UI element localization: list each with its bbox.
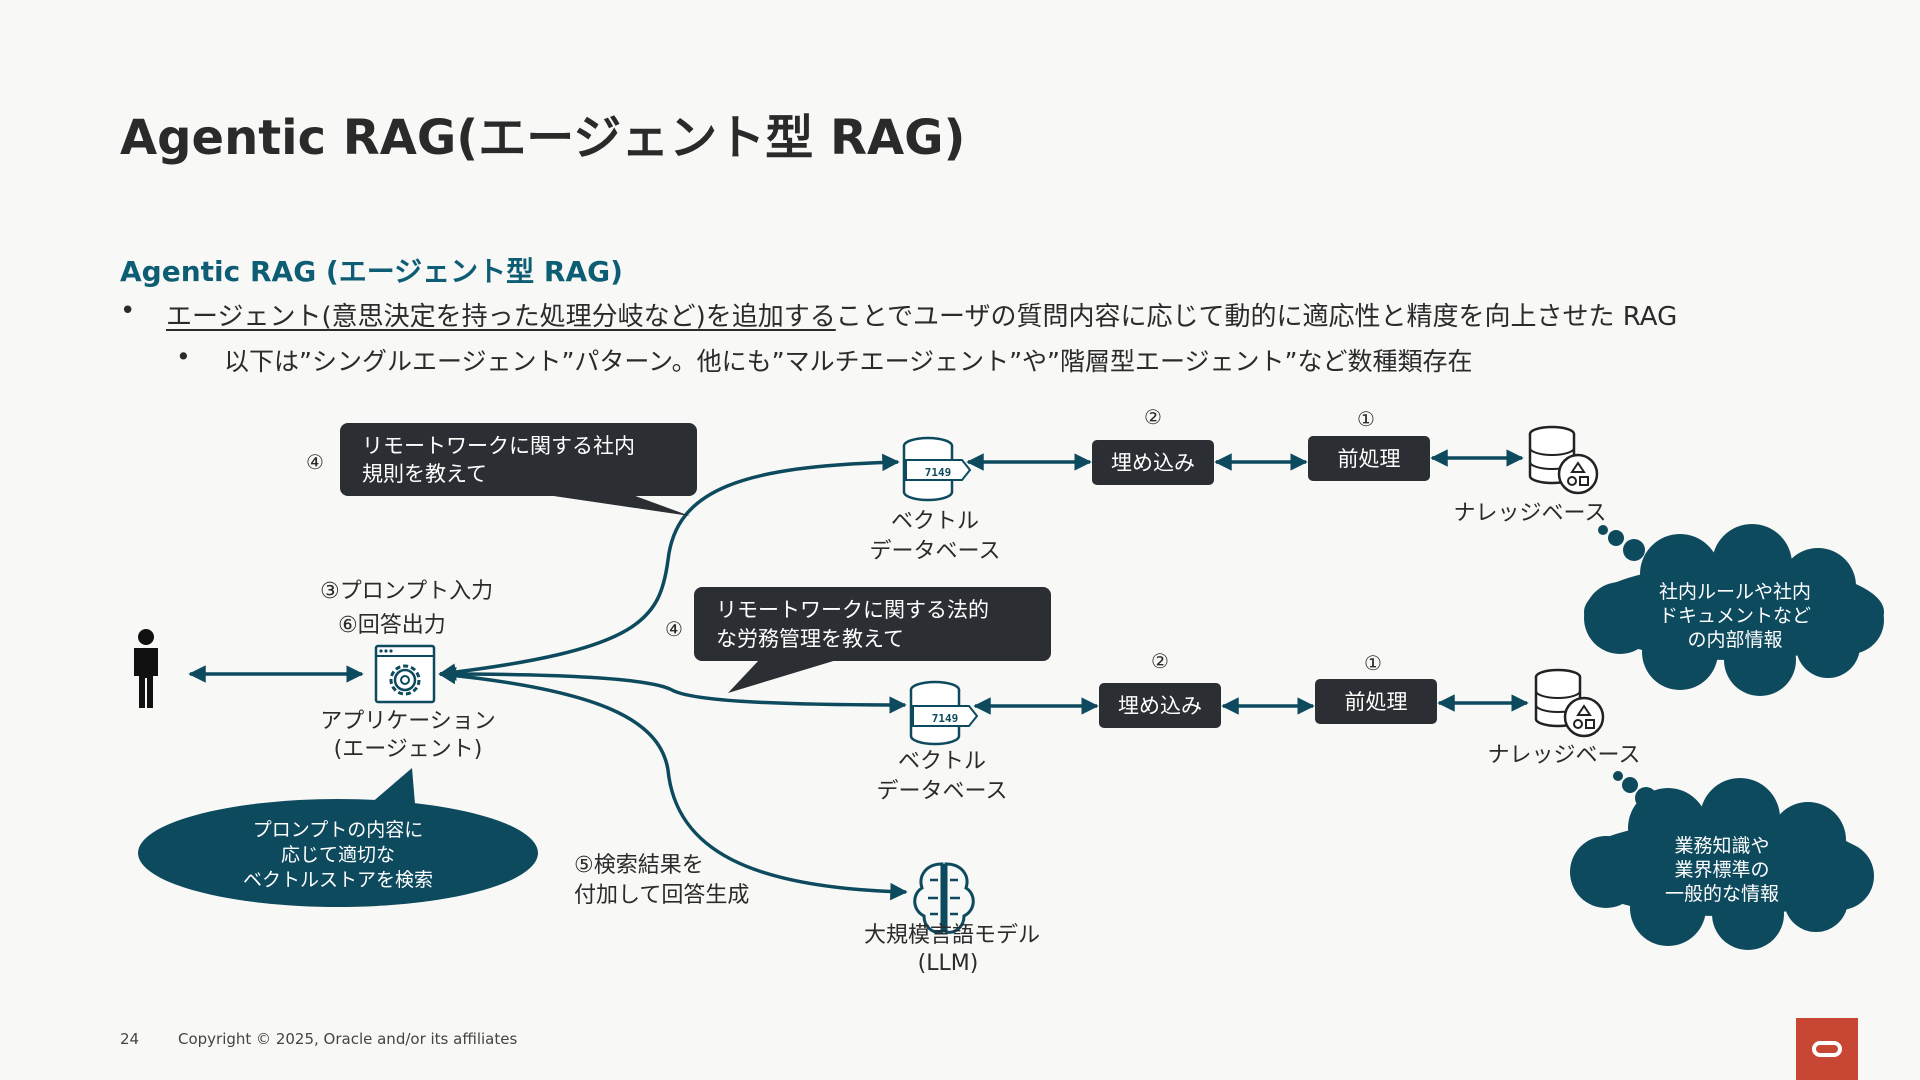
vdb2-label: ベクトル xyxy=(898,749,986,774)
query-bubble-internal-rules xyxy=(340,423,697,516)
kb1-label: ナレッジベース xyxy=(1454,501,1607,526)
step2-number: ② xyxy=(1144,405,1162,429)
embed-box xyxy=(1099,683,1221,728)
bullet-text: 以下は”シングルエージェント”パターン。他にも”マルチエージェント”や”階層型エ… xyxy=(224,347,1473,376)
embed-label: 埋め込み xyxy=(1111,451,1195,475)
agent-note-bubble xyxy=(138,768,538,907)
bubble1-line2: 規則を教えて xyxy=(362,462,487,486)
preprocess-label: 前処理 xyxy=(1338,447,1401,471)
cloud2-line2: 業界標準の xyxy=(1674,859,1769,881)
kb2-label: ナレッジベース xyxy=(1488,743,1641,768)
agent-note-line2: 応じて適切な xyxy=(281,844,395,866)
step5-label: ⑤検索結果を xyxy=(574,853,704,878)
cloud1-line3: の内部情報 xyxy=(1687,629,1782,651)
agent-note-line3: ベクトルストアを検索 xyxy=(243,869,433,891)
embed-box xyxy=(1092,440,1214,485)
embed-label: 埋め込み xyxy=(1118,694,1202,718)
query-bubble-legal-labor xyxy=(694,587,1051,693)
vector-db-icon xyxy=(909,680,979,746)
knowledge-base-icon xyxy=(1534,668,1605,738)
step4-number: ④ xyxy=(665,617,683,641)
section-subtitle: Agentic RAG (エージェント型 RAG) xyxy=(120,255,623,288)
bubble2-line2: な労務管理を教えて xyxy=(716,627,904,651)
step1-number: ① xyxy=(1364,651,1382,675)
cloud2-line3: 一般的な情報 xyxy=(1665,883,1779,905)
user-icon xyxy=(134,629,158,708)
app-to-vdb1-connector xyxy=(438,453,900,681)
bullet-marker: • xyxy=(176,342,191,371)
cloud1-line1: 社内ルールや社内 xyxy=(1659,581,1811,603)
agent-note-line1: プロンプトの内容に xyxy=(253,819,423,841)
preprocess-label: 前処理 xyxy=(1345,690,1408,714)
vdb1-label: ベクトル xyxy=(891,509,979,534)
page-title: Agentic RAG(エージェント型 RAG) xyxy=(120,110,966,166)
app-label: アプリケーション xyxy=(320,709,496,734)
step1-number: ① xyxy=(1357,407,1375,431)
vdb2-label: データベース xyxy=(877,779,1008,804)
gear-app-icon xyxy=(374,644,436,704)
llm-brain-icon xyxy=(913,862,975,934)
step6-answer-output-label: ⑥回答出力 xyxy=(338,613,446,638)
internal-info-cloud xyxy=(1584,524,1884,696)
app-to-vdb2-connector xyxy=(439,672,907,714)
general-info-cloud xyxy=(1570,771,1874,950)
vector-db-icon xyxy=(902,436,972,502)
llm-label: (LLM) xyxy=(918,951,979,976)
bubble1-line1: リモートワークに関する社内 xyxy=(362,434,635,458)
llm-label: 大規模言語モデル xyxy=(864,923,1040,948)
step5-label: 付加して回答生成 xyxy=(574,883,749,908)
bubble2-line1: リモートワークに関する法的 xyxy=(716,598,989,622)
page-number: 24 xyxy=(120,1030,140,1048)
step2-number: ② xyxy=(1151,649,1169,673)
copyright-text: Copyright © 2025, Oracle and/or its affi… xyxy=(178,1030,518,1048)
cloud1-line2: ドキュメントなど xyxy=(1659,605,1811,627)
vdb-code: 7149 xyxy=(925,466,952,479)
step4-number: ④ xyxy=(306,450,324,474)
vdb1-label: データベース xyxy=(870,539,1001,564)
bullet-underlined-text: エージェント(意思決定を持った処理分岐など)を追加する xyxy=(166,302,836,332)
agent-label: (エージェント) xyxy=(334,737,483,762)
bullet-text: ことでユーザの質問内容に応じて動的に適応性と精度を向上させた RAG xyxy=(835,302,1678,332)
bullet-marker: • xyxy=(120,296,136,326)
step3-prompt-input-label: ③プロンプト入力 xyxy=(320,579,493,604)
cloud2-line1: 業務知識や xyxy=(1674,835,1769,857)
app-to-llm-connector xyxy=(438,666,908,901)
vdb-code: 7149 xyxy=(932,712,959,725)
preprocess-box xyxy=(1308,436,1430,481)
oracle-ring-icon xyxy=(1812,1041,1842,1057)
knowledge-base-icon xyxy=(1528,425,1599,495)
oracle-logo xyxy=(1796,1018,1858,1080)
preprocess-box xyxy=(1315,679,1437,724)
